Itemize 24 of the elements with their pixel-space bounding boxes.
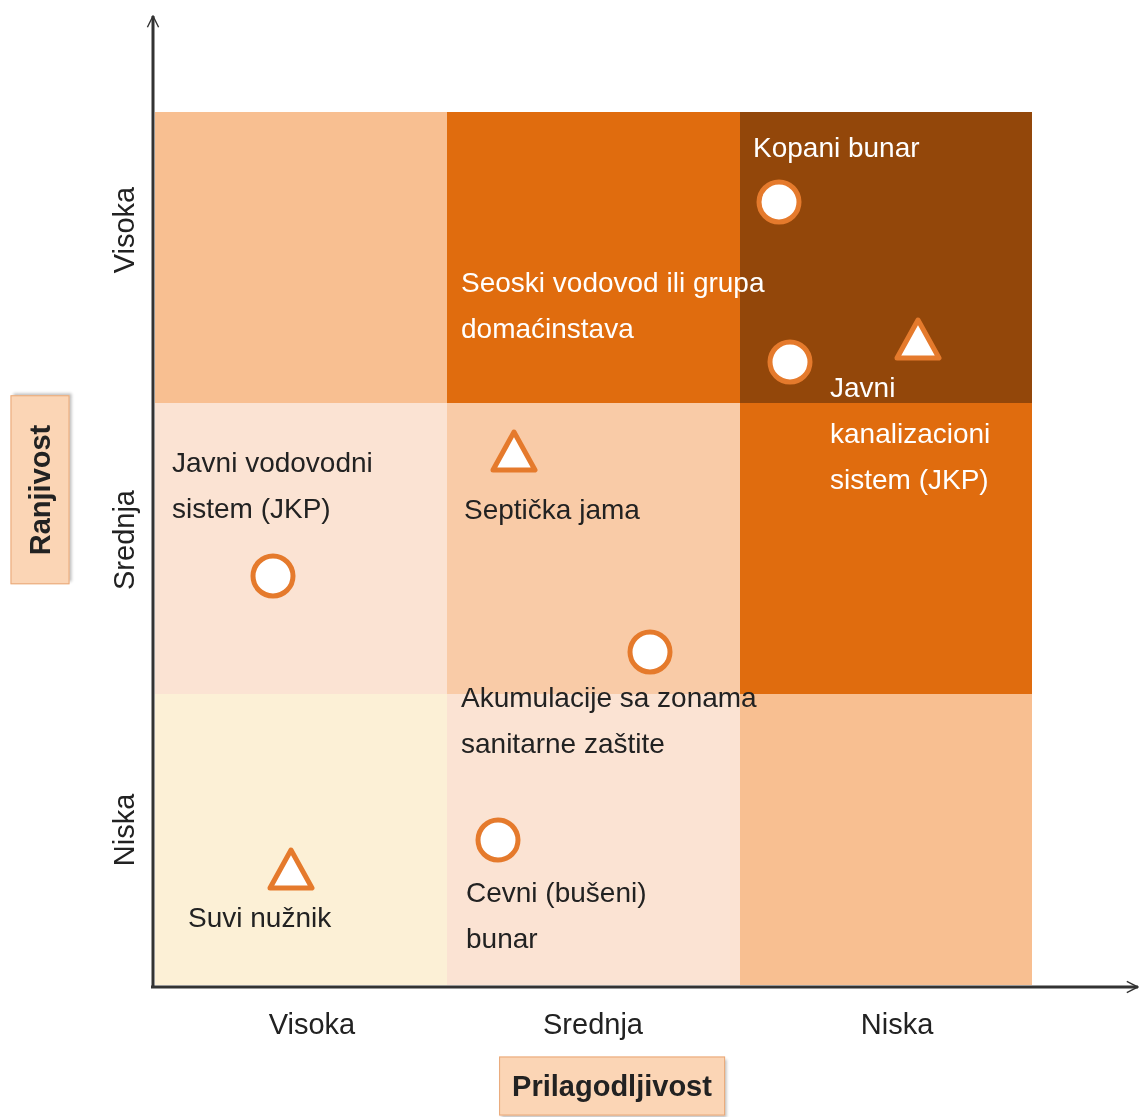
circle-marker — [249, 552, 297, 600]
item-label: Cevni (bušeni) bunar — [466, 876, 648, 956]
axis-tick-label: Visoka — [107, 186, 141, 274]
axis-tick-label: Srednja — [543, 1007, 643, 1041]
axis-title: Ranjivost — [10, 395, 70, 585]
axis-tick-label: Niska — [860, 1007, 934, 1041]
triangle-marker — [894, 316, 942, 364]
item-label: Akumulacije sa zonama sanitarne zaštite — [461, 681, 758, 761]
item-label: Javni kanalizacioni sistem (JKP) — [830, 371, 992, 497]
axis-title: Prilagodljivost — [499, 1056, 725, 1116]
circle-marker — [766, 338, 814, 386]
item-label: Seoski vodovod ili grupa domaćinstava — [461, 266, 766, 346]
circle-marker — [755, 178, 803, 226]
axis-tick-label: Visoka — [268, 1007, 356, 1041]
circle-marker — [626, 628, 674, 676]
triangle-marker — [267, 846, 315, 894]
circle-marker — [474, 816, 522, 864]
triangle-marker — [490, 428, 538, 476]
item-label: Suvi nužnik — [188, 901, 333, 935]
item-label: Septička jama — [464, 493, 641, 527]
axis-tick-label: Niska — [107, 793, 141, 867]
item-label: Kopani bunar — [753, 131, 921, 165]
axis-tick-label: Srednja — [107, 490, 141, 590]
item-label: Javni vodovodni sistem (JKP) — [172, 446, 374, 526]
